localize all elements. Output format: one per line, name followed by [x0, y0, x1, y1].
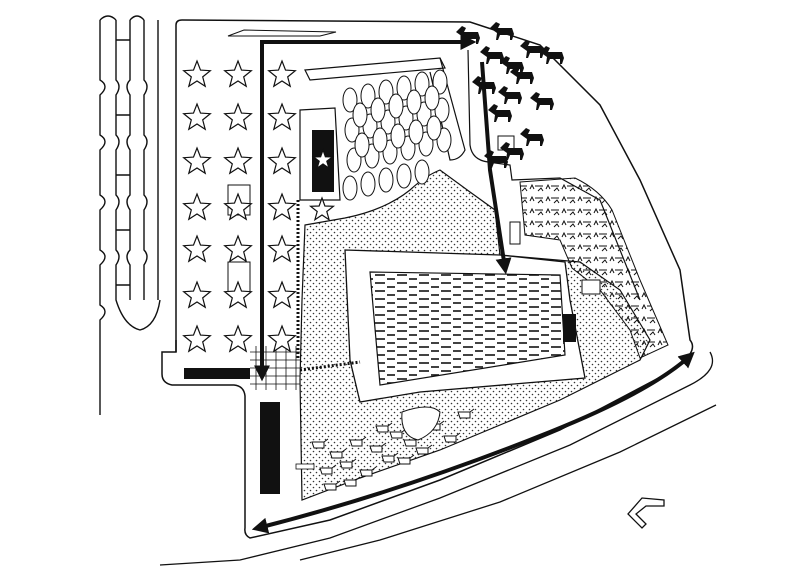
tree-icon — [424, 85, 440, 111]
star-icon — [267, 280, 297, 309]
star-icon — [223, 102, 253, 131]
star-icon — [223, 146, 253, 175]
small-bench — [295, 463, 315, 470]
building-block — [184, 368, 250, 379]
horse-icon — [510, 66, 534, 84]
horse-icon — [520, 128, 544, 146]
arrow-icon — [254, 34, 477, 382]
tree-icon — [406, 89, 422, 115]
star-icon — [267, 59, 297, 88]
tree-icon — [352, 102, 368, 128]
lake — [344, 249, 586, 403]
star-icon — [267, 234, 297, 263]
horse-icon — [530, 92, 554, 110]
tree-icon — [372, 127, 388, 153]
tree-icon — [426, 115, 442, 141]
horse-icon — [498, 86, 522, 104]
building-block — [563, 314, 576, 342]
star-icon — [223, 234, 253, 263]
parking-road-loops — [99, 15, 161, 415]
tree-icon — [408, 119, 424, 145]
tree-icon — [396, 163, 412, 189]
horse-icon — [480, 46, 504, 64]
north-arrow-icon — [627, 497, 665, 529]
star-icon — [223, 324, 253, 353]
tree-icon — [390, 123, 406, 149]
tree-icon — [360, 171, 376, 197]
star-icon — [267, 146, 297, 175]
star-icon — [182, 102, 212, 131]
star-icon — [182, 146, 212, 175]
tree-icon — [378, 167, 394, 193]
building-block — [260, 402, 280, 494]
horse-icon — [490, 22, 514, 40]
star-icon — [182, 59, 212, 88]
star-icon — [223, 192, 253, 221]
star-icon — [308, 196, 336, 222]
tree-icon — [388, 93, 404, 119]
star-icon — [223, 59, 253, 88]
horse-icon — [500, 56, 524, 74]
horse-icon — [488, 104, 512, 122]
star-icon — [182, 192, 212, 221]
arrow-icon — [480, 61, 512, 275]
star-icon — [182, 280, 212, 309]
tree-icon — [370, 97, 386, 123]
horse-icon — [540, 46, 564, 64]
gate-grid — [250, 346, 300, 390]
star-icon — [182, 324, 212, 353]
arrow-icon — [251, 351, 695, 534]
grass-meadow — [519, 177, 669, 359]
star-icon — [223, 280, 253, 309]
star-icon — [182, 234, 212, 263]
tree-icon — [354, 132, 370, 158]
horse-icon — [520, 40, 544, 58]
star-icon — [267, 102, 297, 131]
site-boundary — [161, 19, 694, 539]
tree-icon — [414, 159, 430, 185]
horse-icon — [500, 142, 524, 160]
star-icon — [267, 192, 297, 221]
circulation-arrows — [251, 34, 695, 534]
tree-icon — [342, 175, 358, 201]
star-icon — [267, 324, 297, 353]
